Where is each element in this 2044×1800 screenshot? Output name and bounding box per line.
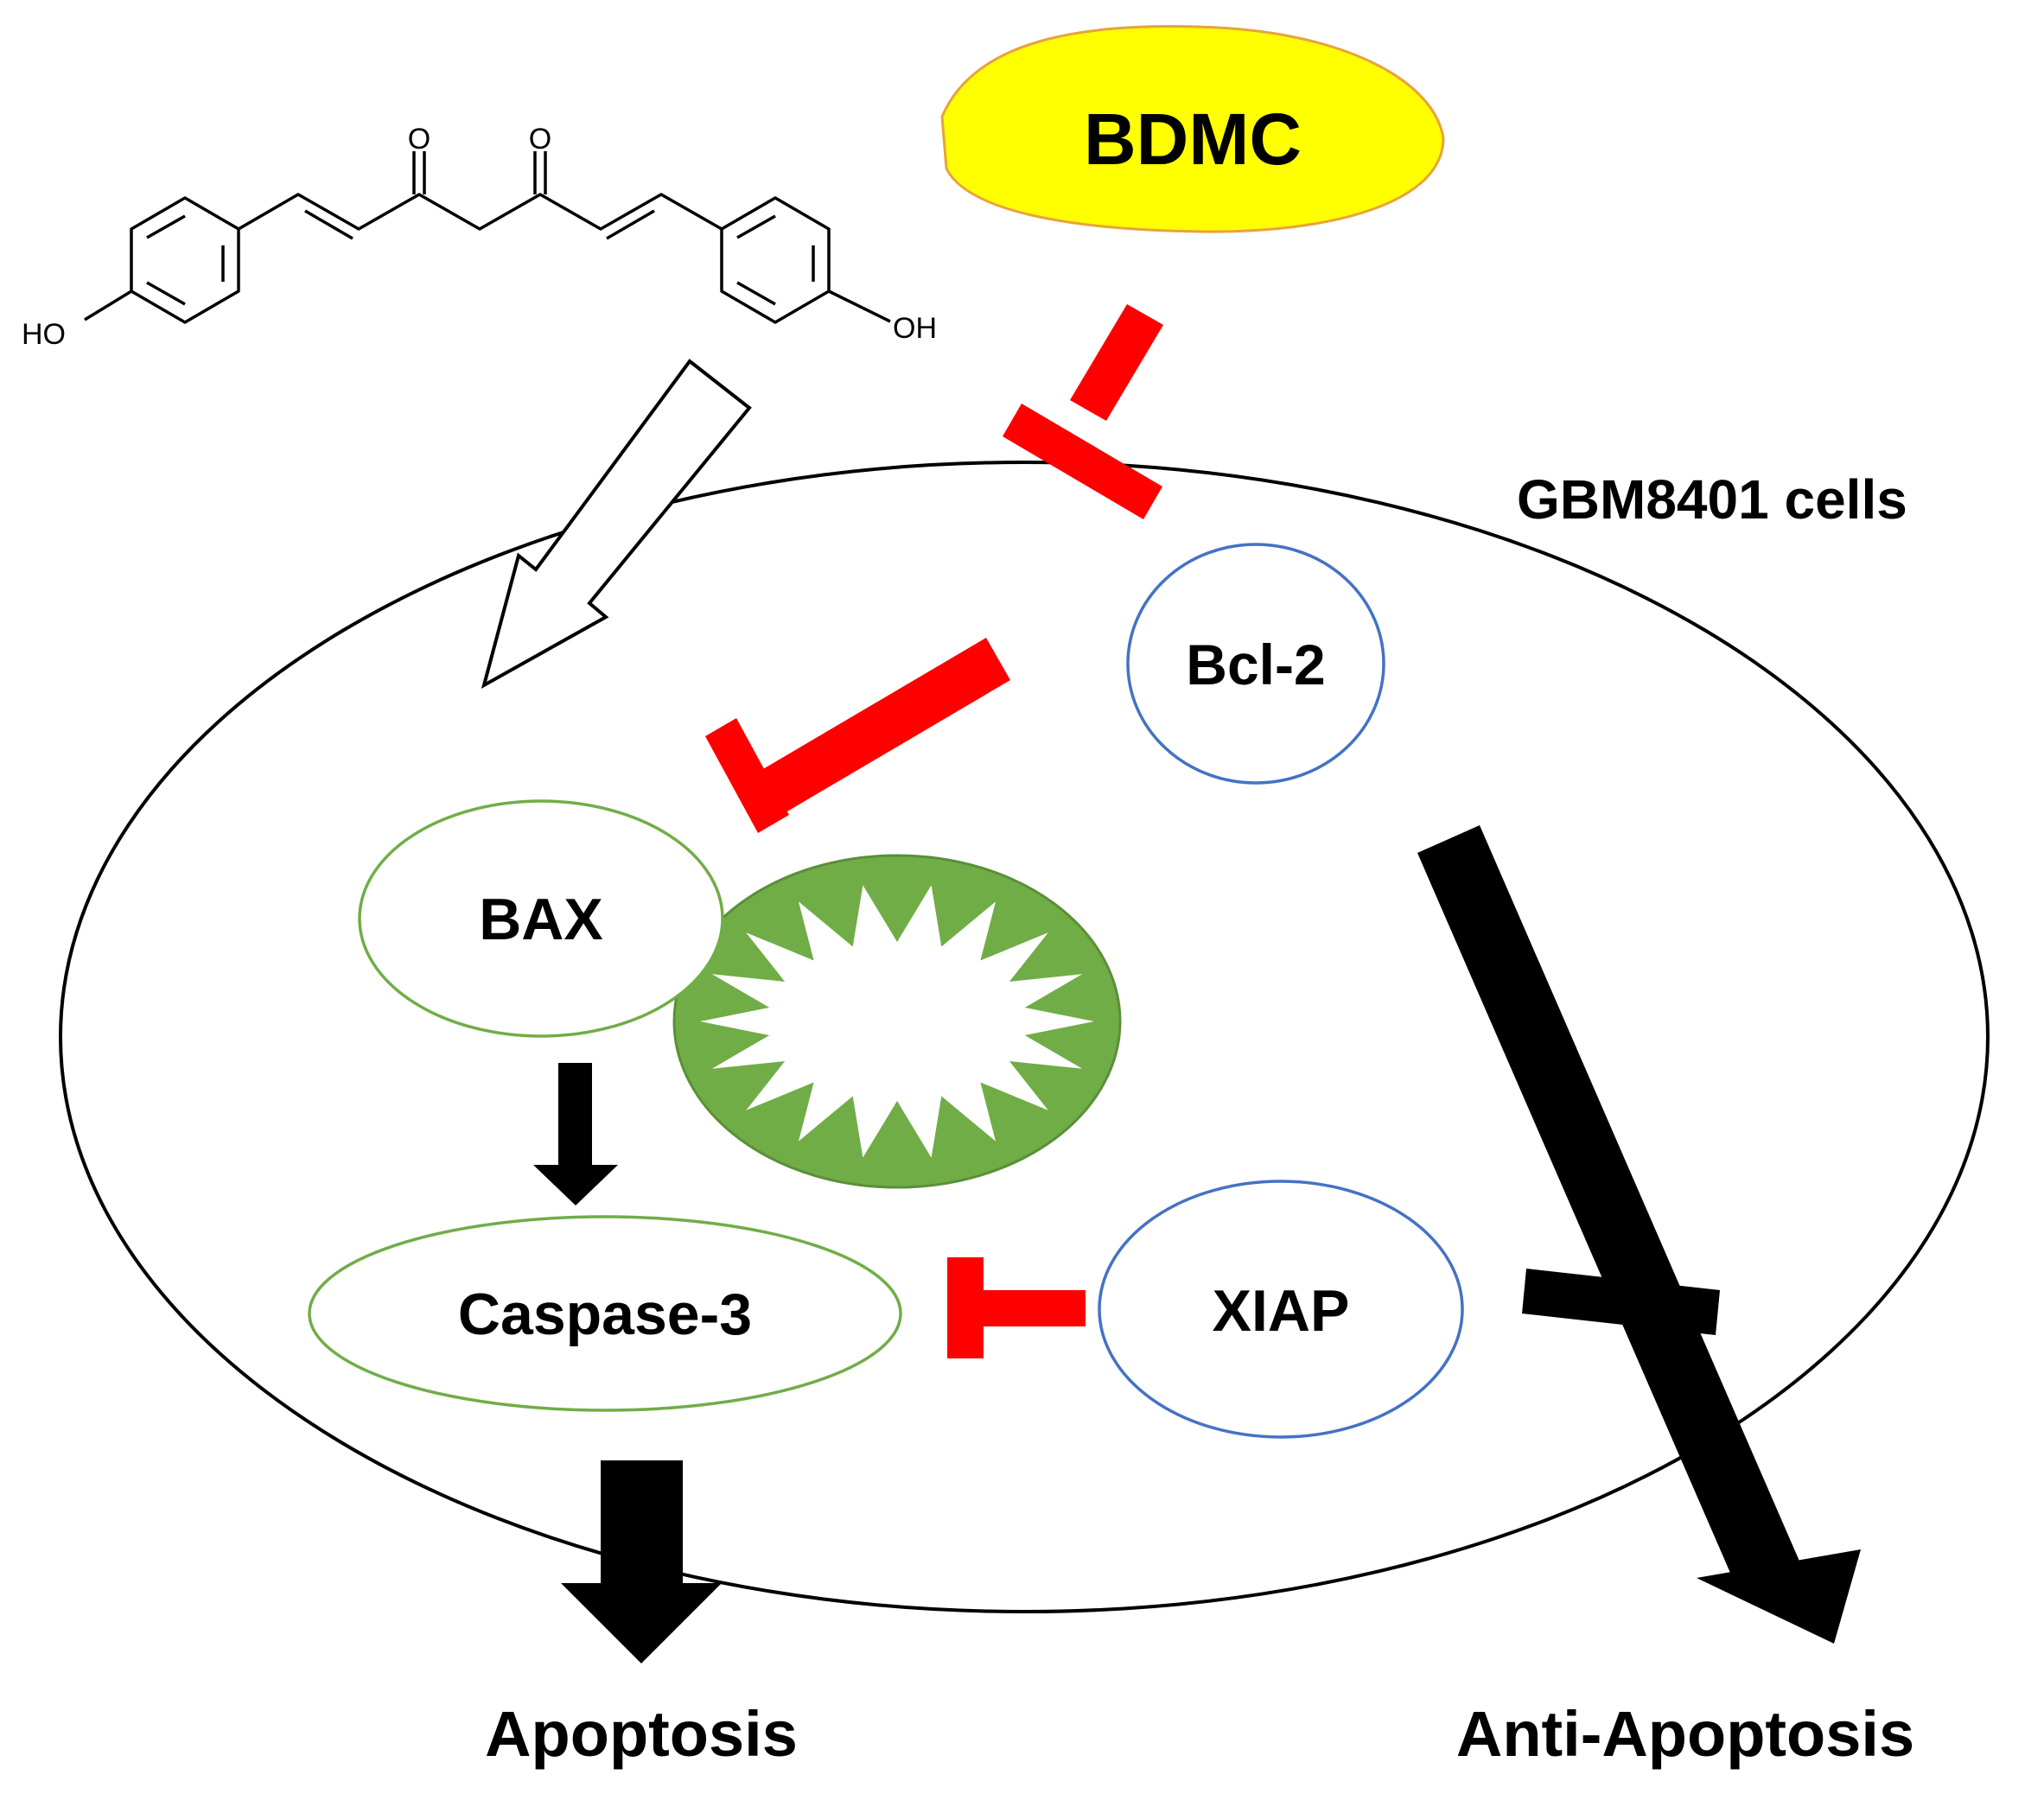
hollow-entry-arrow bbox=[481, 359, 752, 690]
oxygen-atom-left: O bbox=[408, 123, 430, 156]
bdmc-inhibits-bcl2 bbox=[1003, 304, 1163, 519]
bax-activates-caspase3 bbox=[533, 1063, 618, 1205]
chemical-structure bbox=[84, 151, 891, 324]
bdmc-blob bbox=[940, 25, 1445, 233]
xiap-label: XIAP bbox=[1213, 1278, 1350, 1344]
hydroxyl-right: OH bbox=[893, 312, 937, 345]
bdmc-label: BDMC bbox=[1084, 99, 1302, 180]
xiap-node bbox=[1098, 1180, 1464, 1439]
caspase3-to-apoptosis-arrow bbox=[561, 1460, 722, 1663]
bax-label: BAX bbox=[479, 887, 603, 952]
bcl2-node bbox=[1126, 543, 1385, 785]
mitochondrion-cristae bbox=[700, 885, 1094, 1158]
anti-apoptosis-arrow bbox=[1417, 825, 1861, 1644]
cell-membrane bbox=[59, 461, 1990, 1613]
anti-apoptosis-label: Anti-Apoptosis bbox=[1456, 1698, 1914, 1770]
bcl2-inhibits-bax bbox=[705, 638, 1010, 833]
xiap-inhibits-caspase3 bbox=[947, 1257, 1086, 1358]
bax-node bbox=[358, 799, 724, 1038]
caspase3-label: Caspase-3 bbox=[458, 1282, 752, 1347]
oxygen-atom-right: O bbox=[529, 123, 551, 156]
mitochondrion bbox=[672, 854, 1122, 1189]
apoptosis-label: Apoptosis bbox=[485, 1698, 798, 1770]
cell-label: GBM8401 cells bbox=[1517, 468, 1907, 531]
caspase3-node bbox=[308, 1215, 902, 1412]
hydroxyl-left: HO bbox=[22, 318, 66, 351]
bcl2-label: Bcl-2 bbox=[1186, 633, 1325, 696]
